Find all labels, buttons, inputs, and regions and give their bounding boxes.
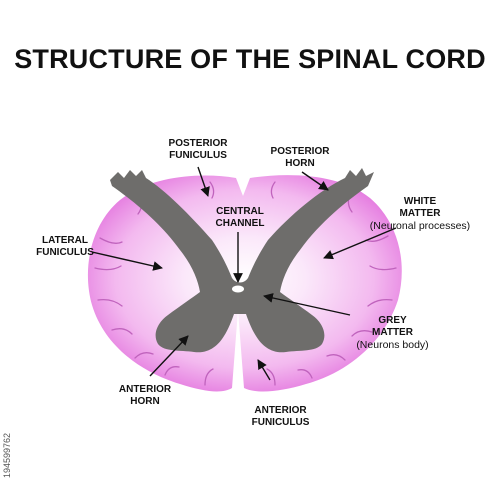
label-central-channel: CENTRAL CHANNEL [215, 206, 265, 229]
central-channel [232, 285, 244, 293]
pointer-arrows [91, 166, 397, 381]
label-white-matter: WHITE MATTER (Neuronal processes) [369, 196, 471, 232]
stock-image-id: 194599762 [2, 432, 12, 478]
grey-matter [110, 168, 374, 353]
diagram-title: STRUCTURE OF THE SPINAL CORD [14, 44, 486, 74]
label-anterior-horn: ANTERIOR HORN [118, 384, 172, 407]
vessel-lines [94, 181, 397, 386]
label-grey-matter: GREY MATTER (Neurons body) [356, 315, 429, 351]
label-posterior-funiculus: POSTERIOR FUNICULUS [168, 138, 228, 161]
label-anterior-funiculus: ANTERIOR FUNICULUS [251, 405, 310, 428]
label-posterior-horn: POSTERIOR HORN [270, 146, 330, 169]
label-lateral-funiculus: LATERAL FUNICULUS [36, 235, 94, 258]
